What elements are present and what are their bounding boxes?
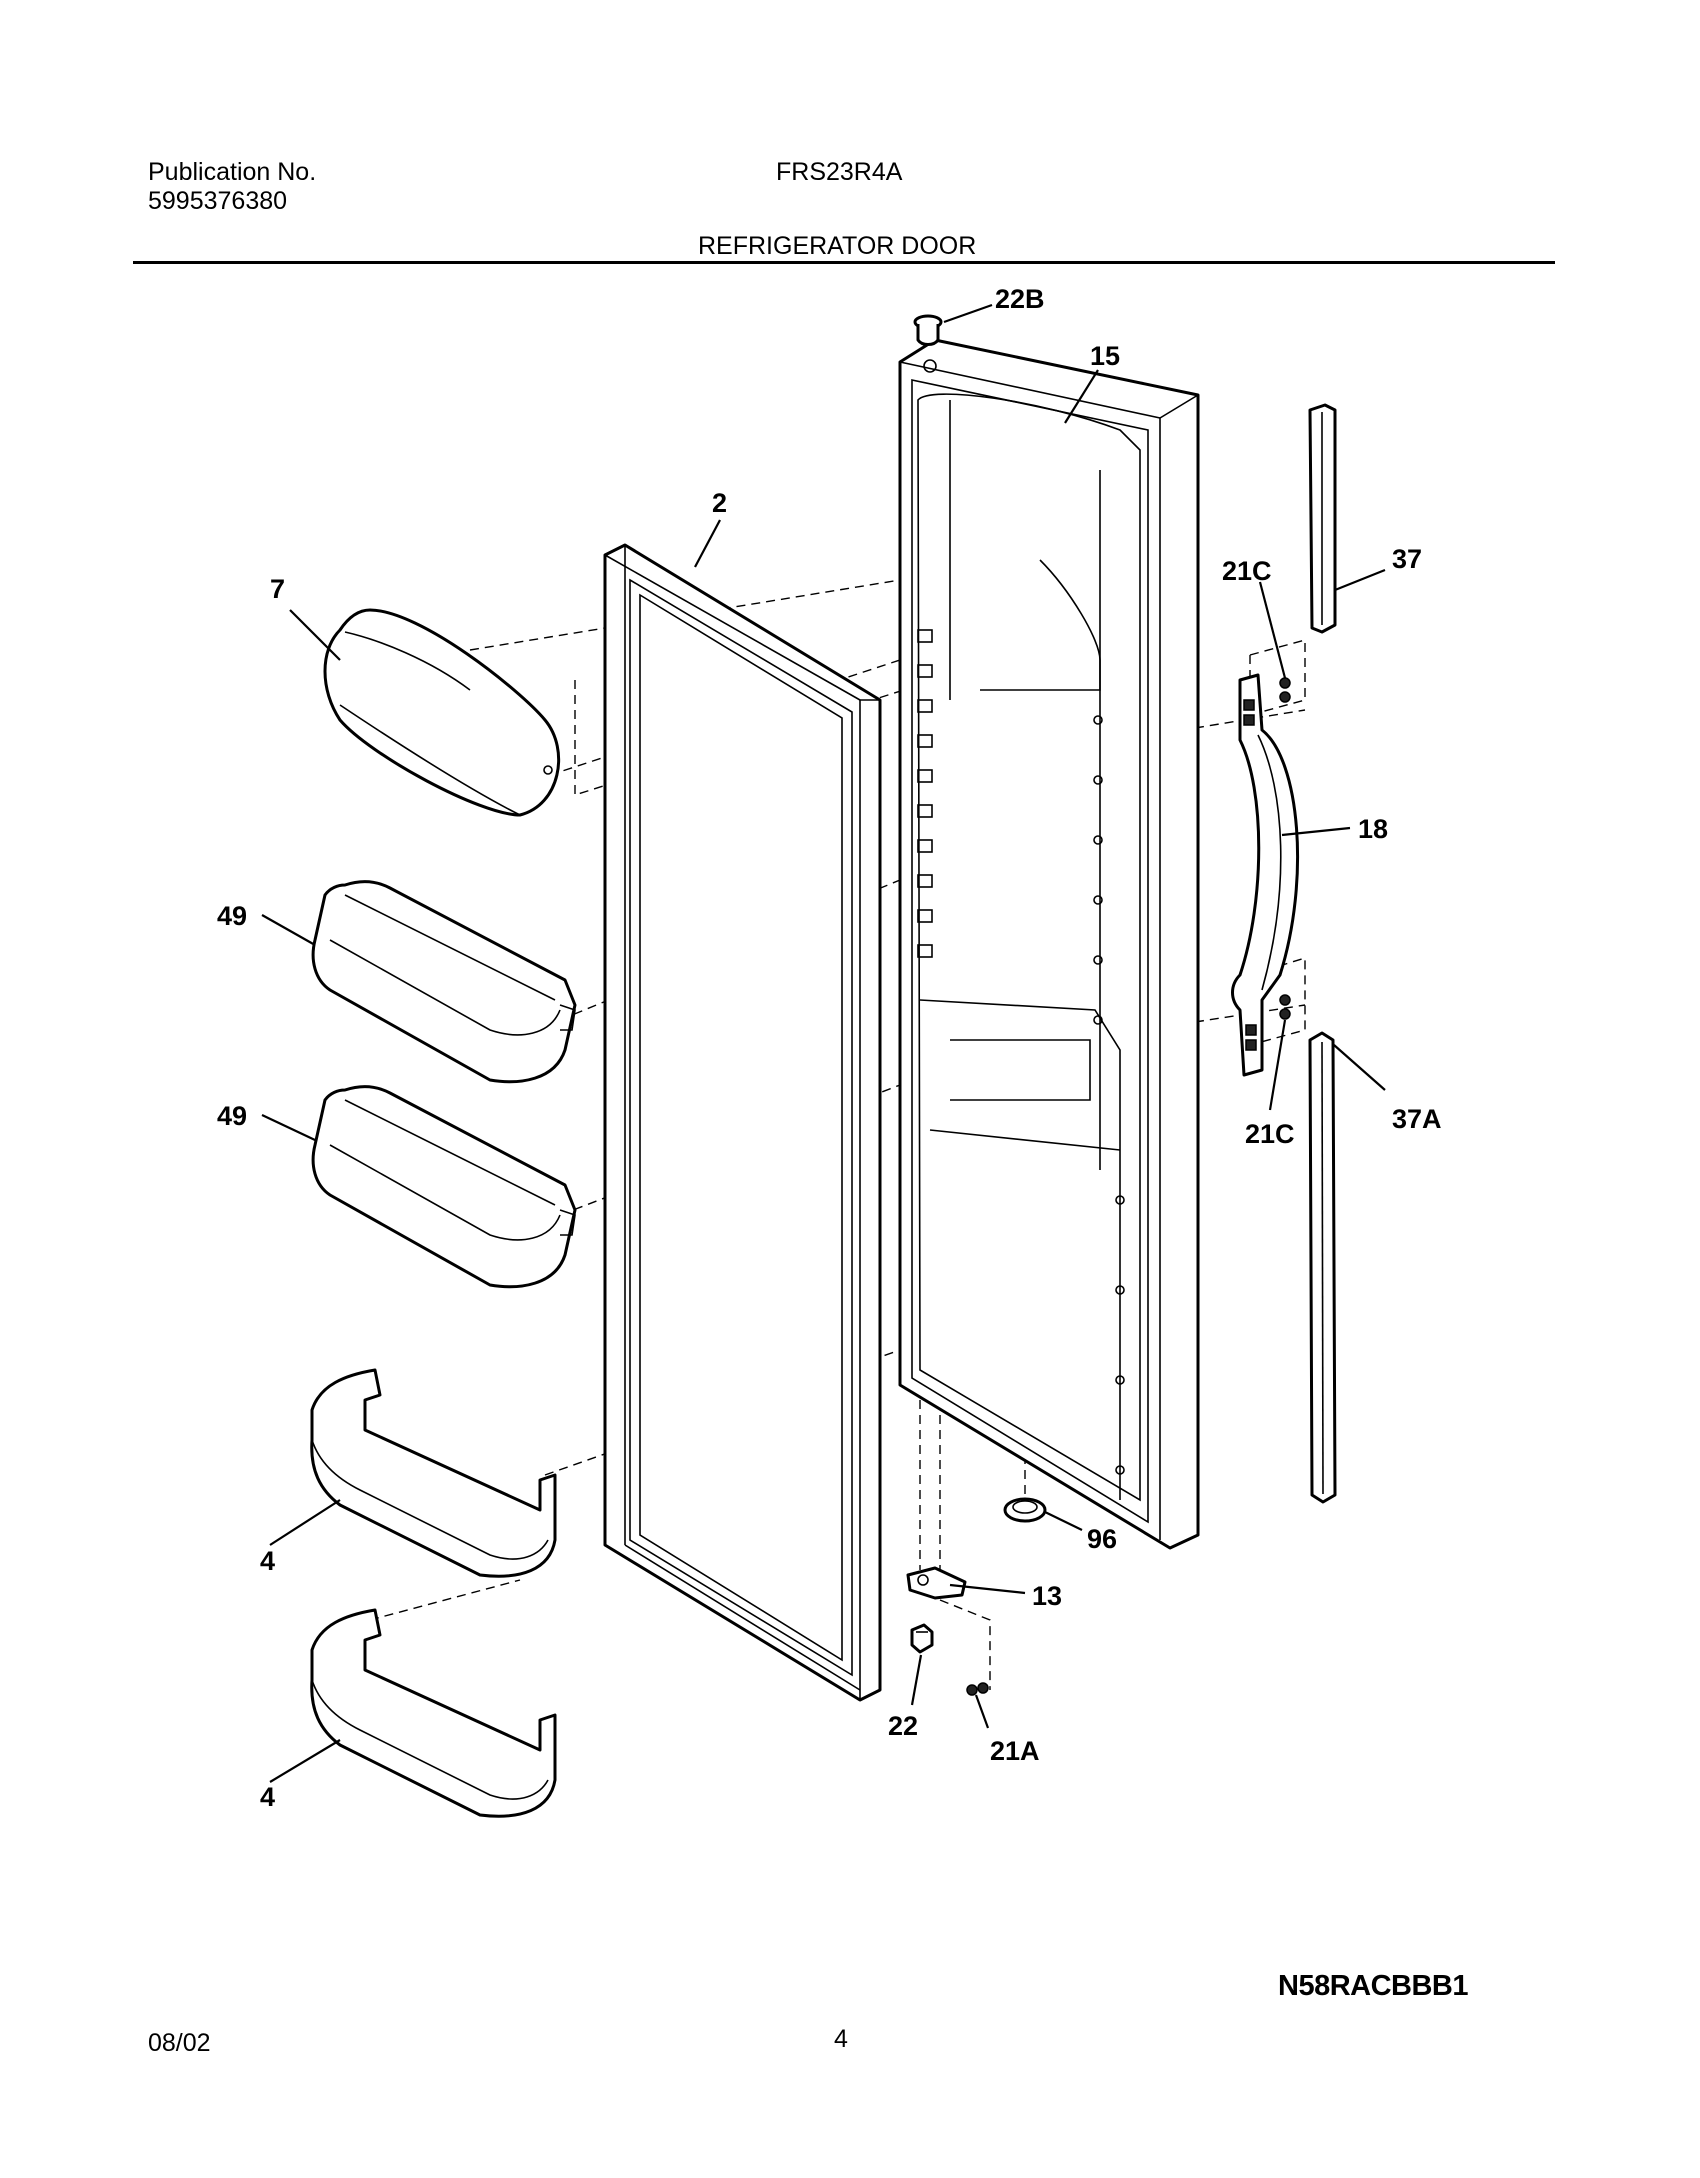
callouts: 22B 15 2 7 37 21C 18 49 49 21C 37A 4 4 9…	[217, 284, 1442, 1812]
door-gasket-part-2	[603, 543, 882, 1702]
callout-13: 13	[1032, 1581, 1062, 1611]
door-shelf-upper-part-4	[310, 1368, 557, 1578]
handle-screws-part-21c	[1279, 677, 1291, 1020]
hinge-bushing-part-22b	[913, 314, 943, 346]
header-rule	[133, 261, 1555, 264]
model-number: FRS23R4A	[776, 158, 903, 186]
callout-49-bottom: 49	[217, 1101, 247, 1131]
door-shell-part-15	[898, 338, 1200, 1550]
leader-lines	[261, 303, 1386, 1783]
callout-22b: 22B	[995, 284, 1045, 314]
callout-22: 22	[888, 1711, 918, 1741]
callout-2: 2	[712, 488, 727, 518]
publication-label: Publication No.	[148, 158, 317, 186]
callout-18: 18	[1358, 814, 1388, 844]
publication-number: 5995376380	[148, 187, 288, 215]
hinge-bushing-part-22	[910, 1623, 934, 1654]
page-number: 4	[834, 2025, 848, 2053]
callout-21c-bottom: 21C	[1245, 1119, 1295, 1149]
callout-37a: 37A	[1392, 1104, 1442, 1134]
hinge-screws-part-21a	[966, 1682, 989, 1696]
door-shelf-lower-part-4	[310, 1608, 557, 1818]
callout-49-top: 49	[217, 901, 247, 931]
door-bin-upper-part-49	[311, 880, 577, 1084]
callout-7: 7	[270, 574, 285, 604]
door-bin-lower-part-49	[311, 1085, 577, 1289]
page-title: REFRIGERATOR DOOR	[698, 232, 977, 260]
door-handle-part-18	[1231, 673, 1300, 1077]
upper-trim-part-37	[1308, 403, 1337, 634]
lower-trim-part-37a	[1308, 1031, 1337, 1504]
diagram-code: N58RACBBB1	[1278, 1970, 1469, 2002]
plug-part-96	[1003, 1497, 1047, 1523]
callout-37: 37	[1392, 544, 1422, 574]
callout-21c-top: 21C	[1222, 556, 1272, 586]
callout-15: 15	[1090, 341, 1120, 371]
hinge-bracket-part-13	[906, 1566, 967, 1600]
callout-96: 96	[1087, 1524, 1117, 1554]
callout-21a: 21A	[990, 1736, 1040, 1766]
footer-date: 08/02	[148, 2029, 211, 2057]
callout-4-bottom: 4	[260, 1782, 275, 1812]
callout-4-top: 4	[260, 1546, 275, 1576]
dairy-compartment-part-7	[323, 608, 561, 817]
